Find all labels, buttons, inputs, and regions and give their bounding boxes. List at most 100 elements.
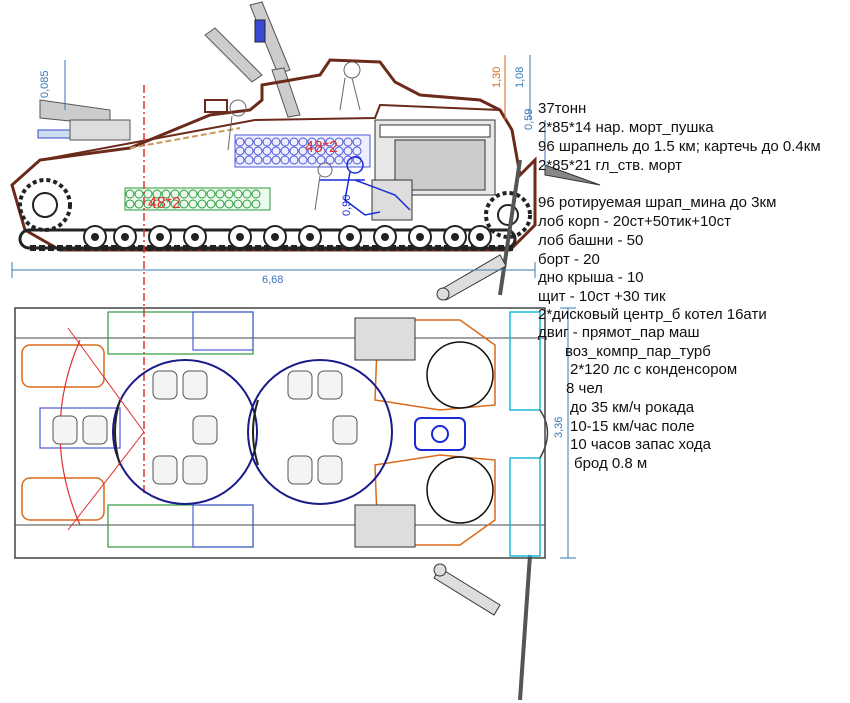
road-wheel-hub [381,233,389,241]
width-dim [560,307,576,559]
ammo-rack-bottom [124,187,271,211]
track-link [471,245,477,251]
ammo-shell [334,155,344,165]
ammo-shell [307,146,317,156]
bottom-ram [433,563,501,616]
ammo-shell [280,137,290,147]
crew-seat [52,415,78,445]
ammo-shell [215,199,225,209]
track-link [489,245,495,251]
ammo-shell [179,199,189,209]
ammo-shell [307,155,317,165]
track-link [390,245,396,251]
track-link [75,245,81,251]
ammo-shell [289,137,299,147]
length-label: 6,68 [262,274,283,286]
ammo-shell [197,189,207,199]
ammo-shell [134,189,144,199]
ammo-shell [215,189,225,199]
crew-seat [287,370,313,400]
ammo-shell [152,199,162,209]
ammo-shell [170,189,180,199]
ammo-shell [233,199,243,209]
road-wheel-hub [306,233,314,241]
ammo-shell [170,199,180,209]
roof-mortar-arms [204,1,301,118]
track-link [66,245,72,251]
ammo-shell [235,137,245,147]
ammo-shell [280,146,290,156]
turret-height-label: 1,30 [491,67,503,88]
front-idler [484,191,532,239]
crew-seat [332,415,358,445]
ammo-shell [179,189,189,199]
ammo-shell [197,199,207,209]
ammo-shell [161,189,171,199]
ammo-shell [233,189,243,199]
road-wheel-hub [416,233,424,241]
ammo-shell [161,199,171,209]
track-link [174,245,180,251]
front-shield [498,159,522,296]
ammo-shell [251,199,261,209]
ammo-shell [316,146,326,156]
ammo-shell [262,146,272,156]
ammo-shell [235,146,245,156]
road-wheel-hub [271,233,279,241]
track-link [138,245,144,251]
track-link [57,245,63,251]
road-wheel-hub [346,233,354,241]
track-link [507,245,513,251]
track-link [255,245,261,251]
crew-seat [287,455,313,485]
road-wheel-hub [156,233,164,241]
ammo-label-bottom: 48*2 [148,195,181,212]
radiators [509,311,541,557]
track-link [444,245,450,251]
ammo-shell [325,146,335,156]
ammo-shell [206,189,216,199]
ammo-shell [134,199,144,209]
track-link [327,245,333,251]
track-link [426,245,432,251]
ammo-shell [325,137,335,147]
ammo-shell [334,146,344,156]
track-link [84,245,90,251]
track-link [291,245,297,251]
ammo-shell [352,137,362,147]
crew-seat [192,415,218,445]
ammo-shell [206,199,216,209]
turret-rings [112,359,393,505]
road-wheel-hub [236,233,244,241]
track-link [183,245,189,251]
track-link [48,245,54,251]
crew-sketches [227,61,361,211]
ammo-shell [334,137,344,147]
ammo-shell [271,146,281,156]
road-wheel-hub [91,233,99,241]
ammo-shell [307,137,317,147]
track-link [336,245,342,251]
ammo-shell [343,146,353,156]
track-link [129,245,135,251]
crew-seat [82,415,108,445]
ammo-shell [242,199,252,209]
road-wheels [83,225,492,249]
engines-top [354,317,416,548]
track-link [201,245,207,251]
ammo-areas-top [39,311,254,548]
track-link [264,245,270,251]
ammo-shell [298,137,308,147]
front-mortar [37,99,131,141]
driver-seat [414,417,466,451]
ammo-shell [251,189,261,199]
ammo-shell [262,155,272,165]
ammo-shell [271,137,281,147]
rear-sprocket [18,178,72,232]
road-wheel-hub [451,233,459,241]
crew-seat [152,370,178,400]
ammo-shell [298,155,308,165]
ammo-shell [289,155,299,165]
ammo-shell [271,155,281,165]
